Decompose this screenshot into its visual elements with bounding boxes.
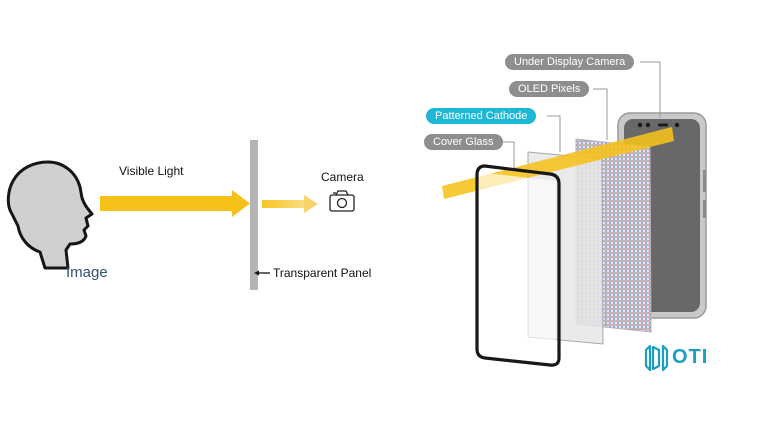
layer-tag-patterned-cathode: Patterned Cathode <box>426 108 537 124</box>
cover-glass-layer <box>475 164 561 367</box>
image-label: Image <box>66 264 108 281</box>
camera-icon <box>329 190 355 212</box>
head-silhouette-icon <box>6 160 94 270</box>
layer-leader-lines <box>501 61 661 168</box>
oti-logo-text: OTI <box>672 346 709 368</box>
camera-label: Camera <box>321 170 364 184</box>
transmitted-light-arrow <box>262 195 318 213</box>
visible-light-label: Visible Light <box>119 164 184 178</box>
layer-tag-under-display-camera: Under Display Camera <box>505 54 635 70</box>
transparent-panel-label: Transparent Panel <box>273 266 372 280</box>
layer-tag-cover-glass: Cover Glass <box>424 134 503 150</box>
panel-pointer <box>254 270 270 276</box>
visible-light-arrow <box>100 190 250 217</box>
layer-tag-oled-pixels: OLED Pixels <box>509 81 590 97</box>
oti-logo-icon <box>644 344 669 372</box>
transparent-panel <box>250 140 258 290</box>
